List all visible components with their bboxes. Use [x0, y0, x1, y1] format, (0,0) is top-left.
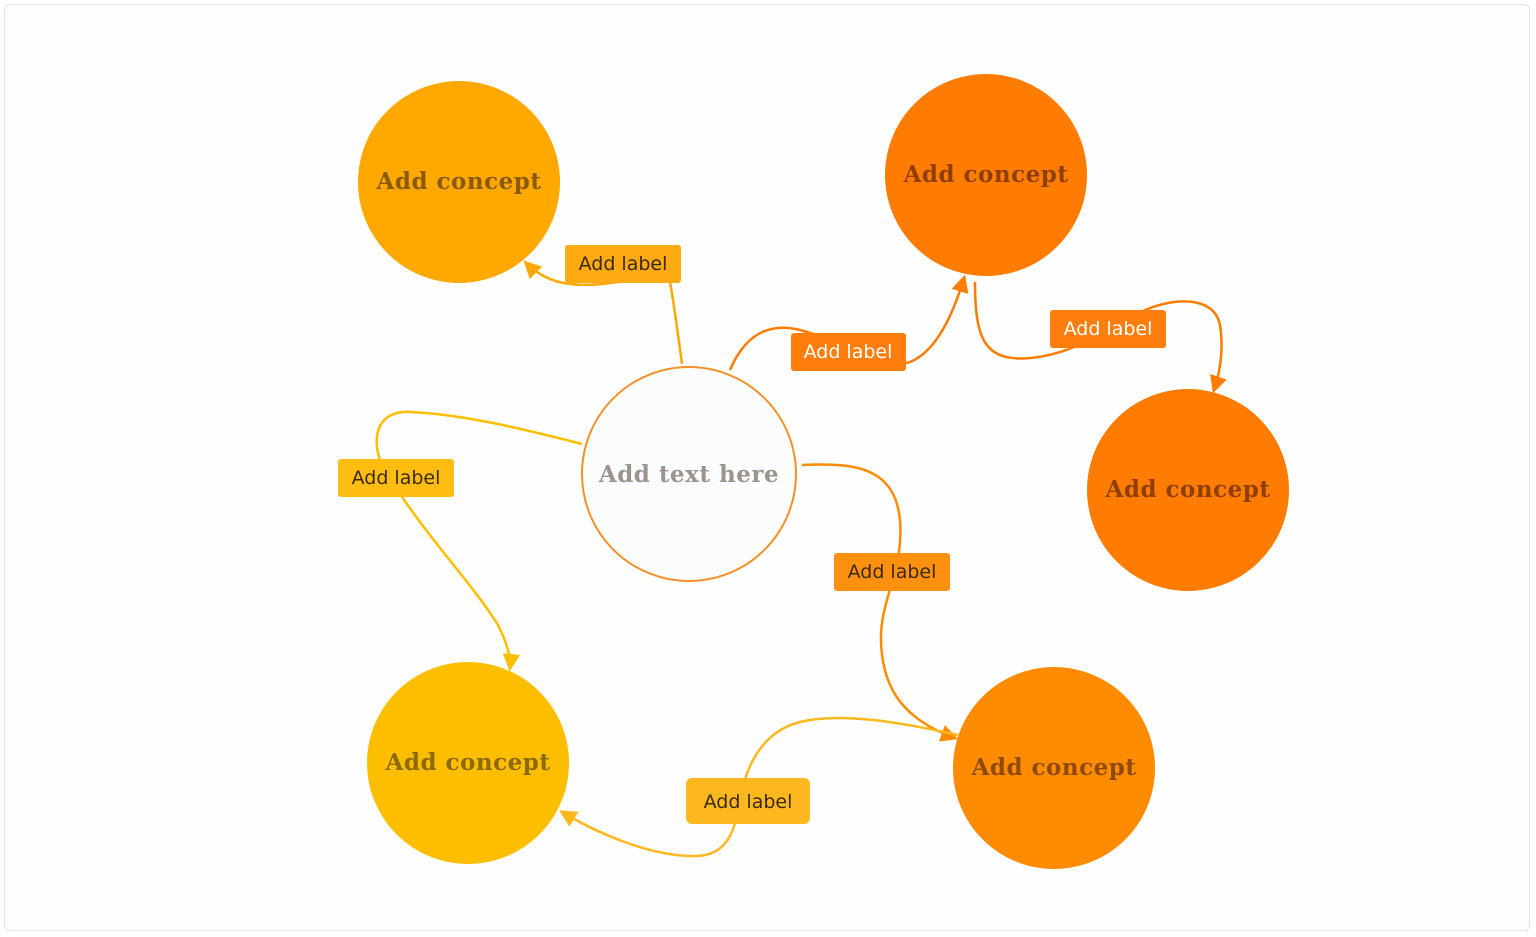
label-box-3 — [1050, 310, 1166, 348]
central-topic-circle — [581, 366, 797, 582]
connector-label-6[interactable]: Add label — [338, 459, 454, 497]
label-text-3: Add label — [1064, 318, 1153, 340]
label-text-5: Add label — [704, 791, 793, 813]
label-box-4 — [834, 553, 950, 591]
concept-text-4: Add concept — [971, 754, 1137, 781]
concept-node-2[interactable]: Add concept — [885, 74, 1087, 276]
concept-circle-1 — [358, 81, 560, 283]
label-box-6 — [338, 459, 454, 497]
concept-circle-5 — [367, 662, 569, 864]
concept-circle-3 — [1087, 389, 1289, 591]
connector-label-1[interactable]: Add label — [565, 245, 681, 283]
connector-label-2[interactable]: Add label — [791, 333, 906, 371]
connector-center-to-concept-5[interactable] — [375, 410, 583, 672]
concept-text-2: Add concept — [903, 161, 1069, 188]
concept-node-4[interactable]: Add concept — [953, 667, 1155, 869]
concept-text-3: Add concept — [1105, 476, 1271, 503]
concept-text-1: Add concept — [376, 168, 542, 195]
connector-center-to-concept-4[interactable] — [801, 463, 959, 742]
concept-node-5[interactable]: Add concept — [367, 662, 569, 864]
label-text-1: Add label — [579, 253, 668, 275]
connector-label-3[interactable]: Add label — [1050, 310, 1166, 348]
label-text-6: Add label — [352, 467, 441, 489]
label-box-5 — [686, 778, 810, 824]
label-box-1 — [565, 245, 681, 283]
central-topic-node[interactable]: Add text here — [581, 366, 797, 582]
connector-label-5[interactable]: Add label — [686, 778, 810, 824]
label-text-2: Add label — [804, 341, 893, 363]
concept-circle-4 — [953, 667, 1155, 869]
concept-circle-2 — [885, 74, 1087, 276]
concept-node-3[interactable]: Add concept — [1087, 389, 1289, 591]
concept-node-1[interactable]: Add concept — [358, 81, 560, 283]
central-topic-text: Add text here — [598, 461, 779, 488]
concept-text-5: Add concept — [385, 749, 551, 776]
connector-label-4[interactable]: Add label — [834, 553, 950, 591]
label-text-4: Add label — [848, 561, 937, 583]
label-box-2 — [791, 333, 906, 371]
